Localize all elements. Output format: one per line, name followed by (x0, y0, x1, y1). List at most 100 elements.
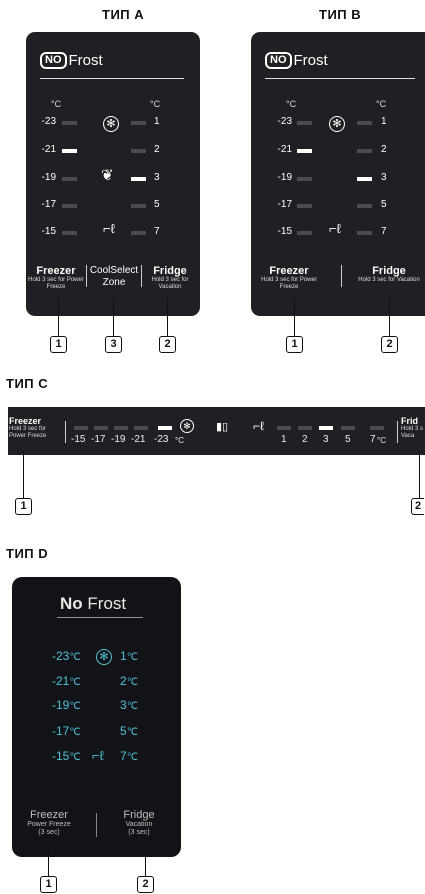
fridge-temp: 1℃ (120, 649, 138, 663)
fridge-button[interactable]: Fridge Hold 3 sec for Vacation (151, 265, 189, 290)
type-d-title: ТИП D (6, 546, 49, 561)
coolselect-icon: ▮▯ (216, 421, 229, 433)
freezer-temp: -17 (41, 199, 56, 210)
freezer-segment (94, 426, 108, 430)
coolselect-button[interactable]: CoolSelect Zone (89, 265, 139, 288)
freezer-temp: -19 (41, 172, 56, 183)
freezer-temp: -15 (277, 226, 292, 237)
eco-icon: ❦ (101, 167, 114, 184)
fridge-temp: 2 (154, 144, 160, 155)
fridge-segment (357, 231, 372, 235)
fridge-segment (298, 426, 312, 430)
freezer-temp: -19 (277, 172, 292, 183)
fridge-segment (131, 204, 146, 208)
fridge-temp: 5 (345, 434, 351, 445)
freezer-segment (297, 149, 312, 153)
leader-line (145, 842, 146, 876)
freezer-temp: -23 (41, 116, 56, 127)
freezer-temp: -17 (277, 199, 292, 210)
callout-1: 1 (286, 336, 303, 353)
logo-divider (265, 78, 415, 79)
freezer-temp: -21℃ (52, 674, 81, 688)
leader-line (389, 298, 390, 336)
leader-line (294, 298, 295, 336)
callout-3: 3 (105, 336, 122, 353)
separator (96, 813, 97, 837)
logo-divider (40, 78, 184, 79)
logo-divider (57, 617, 143, 618)
callout-2: 2 (411, 498, 424, 515)
unit-right: °C (376, 99, 387, 109)
fridge-temp: 1 (154, 116, 160, 127)
fridge-temp: 5℃ (120, 724, 138, 738)
freezer-temp: -17℃ (52, 724, 81, 738)
separator (65, 421, 66, 443)
callout-2: 2 (137, 876, 154, 893)
separator (341, 265, 342, 287)
fridge-button[interactable]: Fridge Hold 3 sec for Vacation (358, 265, 420, 283)
unit-right: °C (150, 99, 161, 109)
fridge-temp: 5 (381, 199, 387, 210)
separator (141, 265, 142, 287)
fridge-segment (277, 426, 291, 430)
fridge-temp: 7 (370, 434, 376, 445)
fridge-temp: 2℃ (120, 674, 138, 688)
freezer-segment (114, 426, 128, 430)
vacation-icon: ⌐ℓ (253, 419, 264, 433)
type-b-title: ТИП B (319, 7, 362, 22)
fridge-temp: 3 (323, 434, 329, 445)
callout-1: 1 (50, 336, 67, 353)
fridge-unit: °C (377, 436, 386, 445)
freezer-segment (62, 121, 77, 125)
freezer-button[interactable]: Freezer Hold 3 sec for Power Freeze (9, 416, 47, 439)
callout-2: 2 (159, 336, 176, 353)
fridge-segment (357, 204, 372, 208)
leader-line (23, 450, 24, 498)
freezer-segment (62, 177, 77, 181)
fridge-temp: 7 (154, 226, 160, 237)
fridge-segment (370, 426, 384, 430)
fridge-segment (131, 231, 146, 235)
type-c-strip: Freezer Hold 3 sec for Power Freeze -15 … (8, 407, 425, 455)
fridge-temp: 7 (381, 226, 387, 237)
nofrost-logo: No Frost (60, 594, 127, 613)
fridge-button[interactable]: Frid Hold 3 s Vaca (401, 416, 424, 439)
fridge-temp: 2 (381, 144, 387, 155)
freezer-unit: °C (175, 436, 184, 445)
fridge-temp: 5 (154, 199, 160, 210)
fridge-segment (357, 121, 372, 125)
freezer-segment (134, 426, 148, 430)
vacation-icon: ⌐ℓ (329, 221, 341, 236)
freezer-button[interactable]: Freezer Power Freeze (3 sec) (27, 809, 71, 836)
fridge-temp: 3 (154, 172, 160, 183)
type-c-title: ТИП C (6, 376, 49, 391)
fridge-button[interactable]: Fridge Vacation (3 sec) (123, 809, 155, 836)
fridge-segment (319, 426, 333, 430)
vacation-icon: ⌐ℓ (92, 748, 104, 763)
type-a-title: ТИП A (102, 7, 145, 22)
freezer-segment (297, 231, 312, 235)
snowflake-icon: ✻ (329, 116, 345, 132)
snowflake-icon: ✻ (180, 419, 194, 433)
freezer-button[interactable]: Freezer Hold 3 sec for Power Freeze (28, 265, 84, 290)
freezer-temp: -19℃ (52, 698, 81, 712)
fridge-temp: 3℃ (120, 698, 138, 712)
freezer-temp: -15℃ (52, 749, 81, 763)
leader-line (167, 298, 168, 336)
freezer-segment (62, 231, 77, 235)
callout-1: 1 (40, 876, 57, 893)
freezer-button[interactable]: Freezer Hold 3 sec for Power Freeze (261, 265, 317, 290)
fridge-temp: 1 (281, 434, 287, 445)
freezer-segment (297, 121, 312, 125)
freezer-temp: -23℃ (52, 649, 81, 663)
freezer-temp: -19 (111, 434, 126, 445)
leader-line (419, 450, 420, 498)
callout-1: 1 (15, 498, 32, 515)
fridge-temp: 7℃ (120, 749, 138, 763)
type-d-panel: No Frost -23℃ -21℃ -19℃ -17℃ -15℃ ✻ ⌐ℓ 1… (12, 577, 181, 857)
freezer-segment (62, 149, 77, 153)
vacation-icon: ⌐ℓ (103, 221, 115, 236)
